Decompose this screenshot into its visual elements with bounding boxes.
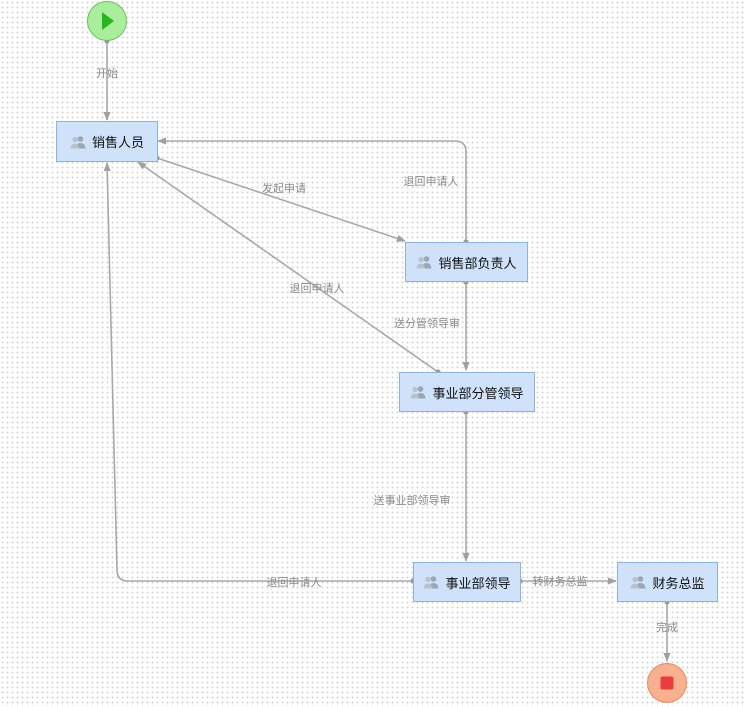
task-sales[interactable]: 销售人员 — [56, 121, 158, 162]
user-group-icon — [416, 256, 432, 269]
user-group-icon — [423, 576, 439, 589]
edge-label-return-1: 退回申请人 — [403, 175, 459, 188]
edge-return-2[interactable] — [137, 161, 439, 373]
user-group-icon — [630, 576, 646, 589]
edge-label-to-cfo: 转财务总监 — [532, 575, 588, 588]
edge-label-to-mgr: 送分管领导审 — [394, 317, 460, 330]
task-division-mgr[interactable]: 事业部分管领导 — [399, 372, 535, 412]
task-cfo[interactable]: 财务总监 — [617, 562, 718, 602]
user-group-icon — [410, 386, 426, 399]
edge-label-finish: 完成 — [656, 621, 678, 634]
edge-label-return-3: 退回申请人 — [266, 576, 322, 589]
play-icon — [101, 11, 114, 30]
start-event[interactable] — [87, 1, 127, 41]
task-label: 销售部负责人 — [438, 256, 517, 272]
edge-return-1[interactable] — [157, 137, 467, 242]
edge-label-return-2: 退回申请人 — [289, 282, 345, 295]
edge-return-3[interactable] — [103, 162, 413, 582]
task-label: 事业部领导 — [445, 576, 511, 592]
end-event[interactable] — [647, 663, 687, 703]
edge-label-start: 开始 — [96, 67, 118, 80]
stop-icon — [660, 676, 673, 689]
task-dept-head[interactable]: 销售部负责人 — [405, 242, 528, 282]
task-label: 销售人员 — [91, 136, 144, 151]
user-group-icon — [70, 135, 86, 148]
task-label: 事业部分管领导 — [432, 386, 524, 402]
task-label: 财务总监 — [652, 576, 705, 592]
edge-label-submit: 发起申请 — [262, 182, 306, 195]
edge-submit[interactable] — [156, 157, 406, 242]
edge-label-to-leader: 送事业部领导审 — [373, 494, 451, 507]
task-division-leader[interactable]: 事业部领导 — [413, 562, 521, 602]
